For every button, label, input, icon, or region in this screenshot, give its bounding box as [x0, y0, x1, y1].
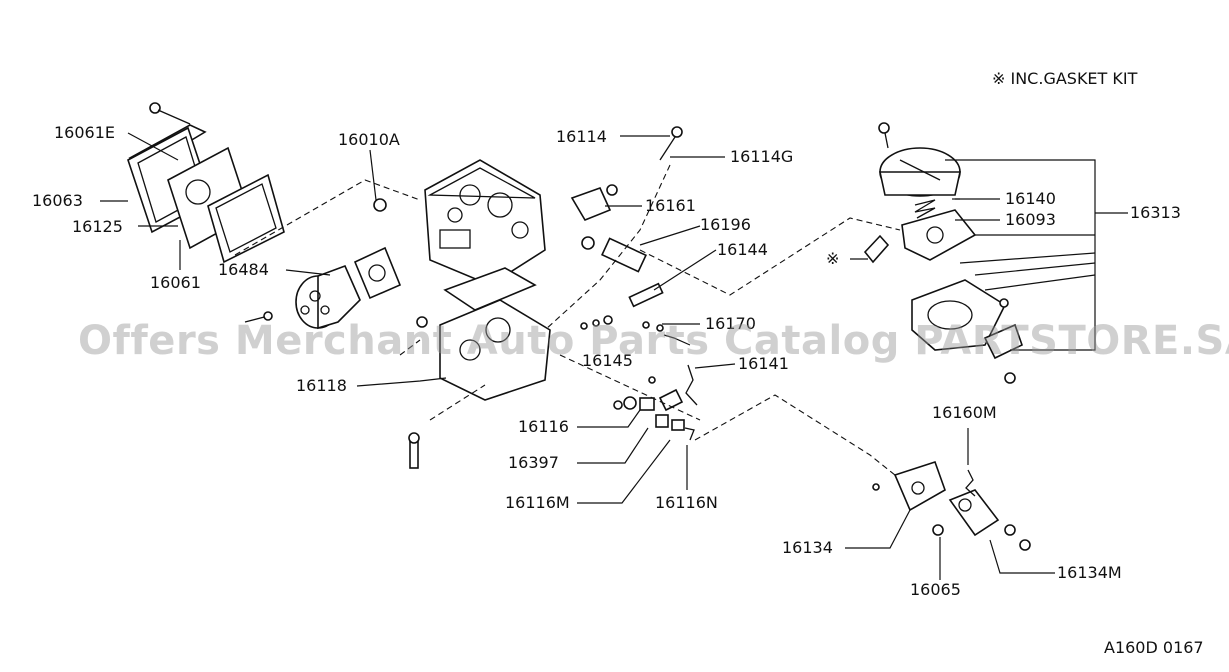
rod-16141[interactable] — [648, 364, 698, 406]
long-bolt[interactable] — [408, 432, 420, 469]
callout-16141[interactable]: 16141 — [738, 354, 789, 373]
callout-16125[interactable]: 16125 — [72, 217, 123, 236]
gasket-kit-note: ※ INC.GASKET KIT — [992, 69, 1138, 88]
parts-16116[interactable] — [613, 388, 684, 412]
parts-16397[interactable] — [655, 414, 695, 441]
callout-16116[interactable]: 16116 — [518, 417, 569, 436]
gasket-16484[interactable] — [353, 246, 402, 300]
carburetor-body-16010A[interactable] — [424, 159, 546, 311]
solenoid-16196[interactable] — [581, 236, 647, 273]
callout-16144[interactable]: 16144 — [717, 240, 768, 259]
bracket-16161[interactable] — [570, 184, 618, 221]
callout-16010A[interactable]: 16010A — [338, 130, 400, 149]
screw-16010A[interactable] — [373, 198, 387, 212]
throttle-lever-16134[interactable] — [872, 460, 946, 512]
callout-16093[interactable]: 16093 — [1005, 210, 1056, 229]
callout-16160M[interactable]: 16160M — [932, 403, 997, 422]
callout-16061[interactable]: 16061 — [150, 273, 201, 292]
gasket-16061[interactable] — [207, 173, 285, 264]
lower-body-16118[interactable] — [416, 299, 551, 401]
callout-16065[interactable]: 16065 — [910, 580, 961, 599]
screw-16114[interactable] — [659, 126, 683, 161]
spring-16093[interactable] — [914, 199, 936, 219]
callout-16063[interactable]: 16063 — [32, 191, 83, 210]
dashed-lines — [234, 164, 901, 476]
callout-16134M[interactable]: 16134M — [1057, 563, 1122, 582]
callout-16140[interactable]: 16140 — [1005, 189, 1056, 208]
callout-16484[interactable]: 16484 — [218, 260, 269, 279]
diagram-code: A160D 0167 — [1104, 638, 1204, 657]
callout-16134[interactable]: 16134 — [782, 538, 833, 557]
callout-16116N[interactable]: 16116N — [655, 493, 718, 512]
jets-16170[interactable] — [580, 315, 664, 332]
callout-16114[interactable]: 16114 — [556, 127, 607, 146]
bolt-top-left[interactable] — [149, 102, 191, 125]
callout-16114G[interactable]: 16114G — [730, 147, 794, 166]
callout-16145[interactable]: 16145 — [582, 351, 633, 370]
leader-lines — [100, 132, 1128, 580]
throttle-parts-16134M[interactable] — [948, 469, 1031, 551]
throttle-chamber[interactable] — [295, 264, 361, 330]
screw-left[interactable] — [244, 311, 273, 323]
callout-16170[interactable]: 16170 — [705, 314, 756, 333]
callout-16061E[interactable]: 16061E — [54, 123, 116, 142]
callout-16313[interactable]: 16313 — [1130, 203, 1181, 222]
callout-asterisk: ※ — [826, 249, 840, 268]
callout-16118[interactable]: 16118 — [296, 376, 347, 395]
callout-16116M[interactable]: 16116M — [505, 493, 570, 512]
callout-16196[interactable]: 16196 — [700, 215, 751, 234]
callout-16397[interactable]: 16397 — [508, 453, 559, 472]
housing-16313[interactable] — [863, 209, 977, 264]
watermark-text: Offers Merchant Auto Parts Catalog PARTS… — [78, 318, 1229, 364]
lower-cover-16313[interactable] — [911, 279, 1023, 384]
cover-16140[interactable] — [878, 122, 961, 197]
callout-16161[interactable]: 16161 — [645, 196, 696, 215]
washer-16065[interactable] — [932, 524, 944, 536]
